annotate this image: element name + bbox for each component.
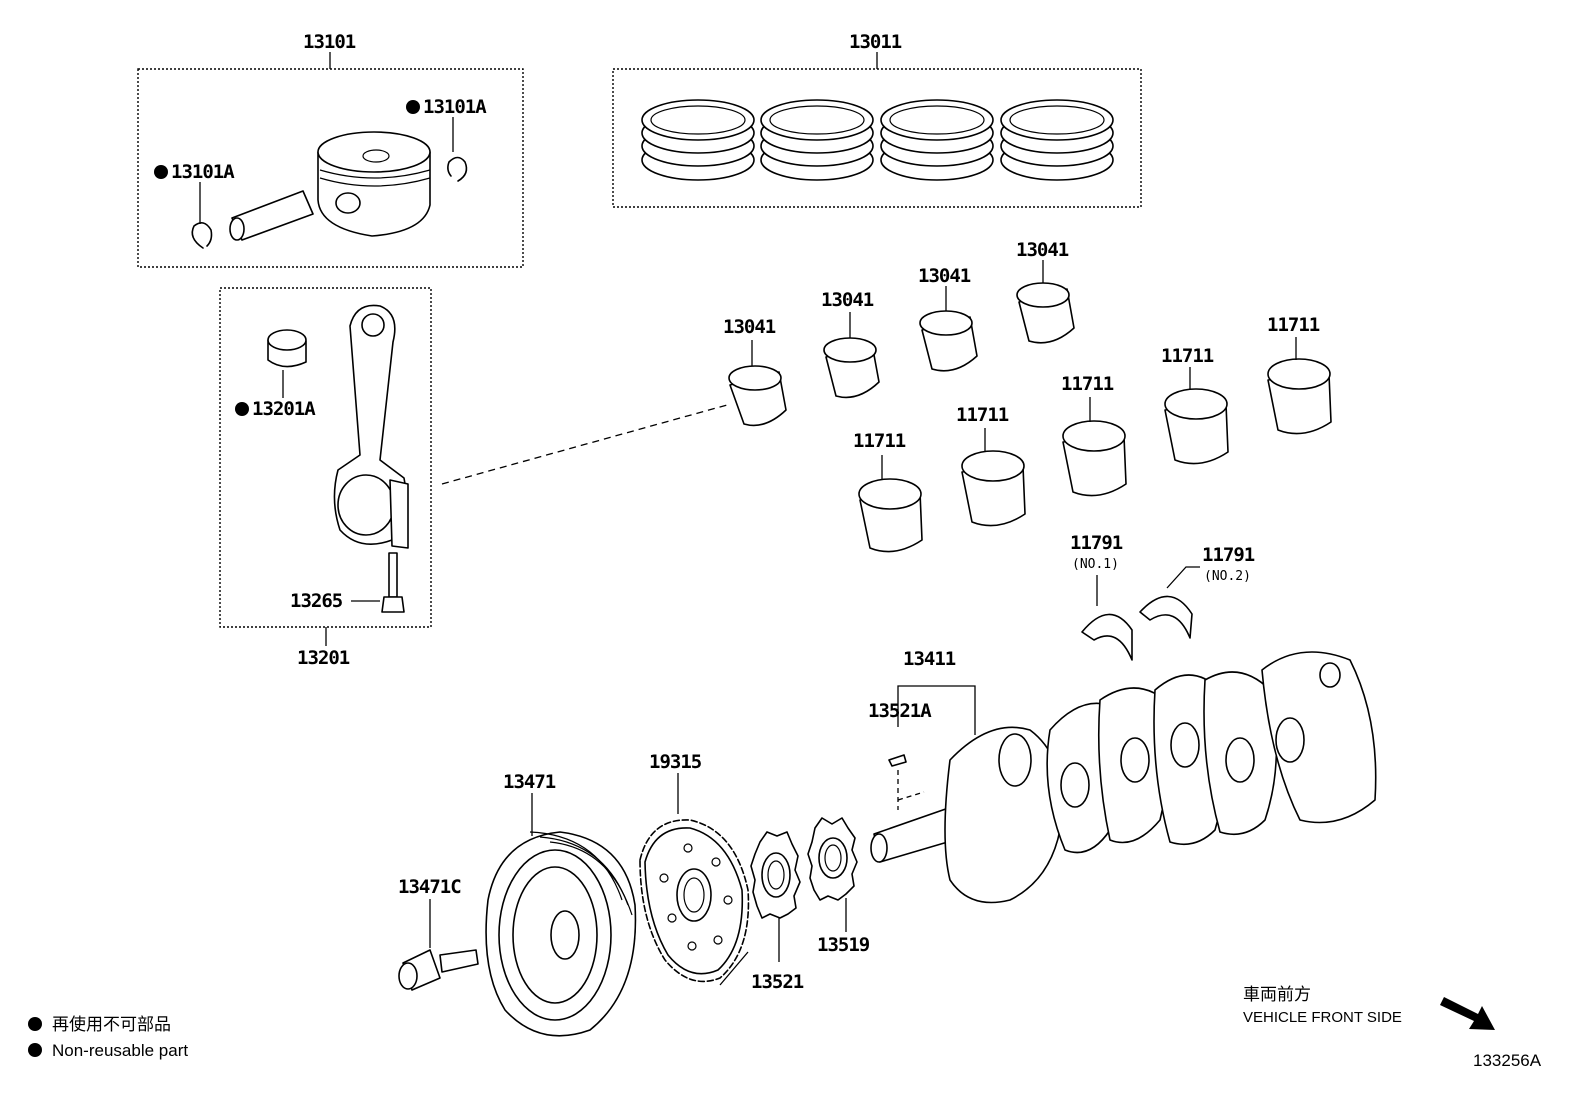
label-13201a[interactable]: 13201A [252,398,317,420]
label-11791-no1-note: (NO.1) [1072,557,1119,572]
conrod-group: 13201 13201A 13265 [219,287,432,669]
nonreusable-dot [235,402,249,416]
label-11791-no1[interactable]: 11791 [1070,532,1124,554]
main-bearing-1[interactable] [858,478,923,553]
front-arrow-icon [1440,997,1495,1030]
legend-dot-jp [28,1017,42,1031]
label-11711-4[interactable]: 11711 [1161,345,1215,367]
crankshaft[interactable] [870,651,1377,904]
legend-dot-en [28,1043,42,1057]
ring-stack-1[interactable] [641,99,755,181]
legend-jp: 再使用不可部品 [52,1014,171,1034]
nonreusable-dot [154,165,168,179]
direction-jp: 車両前方 [1243,985,1311,1004]
conrod-bushing[interactable] [267,329,307,368]
label-13101a-right[interactable]: 13101A [423,96,488,118]
label-13101a-left[interactable]: 13101A [171,161,236,183]
main-bearing-5[interactable] [1267,358,1332,435]
snap-ring-right[interactable] [447,156,468,182]
label-19315[interactable]: 19315 [649,751,703,773]
ring-stack-4[interactable] [1000,99,1114,181]
label-13519[interactable]: 13519 [817,934,871,956]
diagram-id: 133256A [1473,1051,1542,1070]
legend: 再使用不可部品 Non-reusable part [28,1014,188,1060]
rod-bearing-4[interactable] [1016,282,1075,344]
rod-bearing-2[interactable] [823,337,880,399]
label-13411[interactable]: 13411 [903,648,957,670]
conrod-bolt[interactable] [381,552,405,613]
legend-en: Non-reusable part [52,1041,188,1060]
label-13265[interactable]: 13265 [290,590,344,612]
crank-sprocket[interactable] [750,831,801,919]
label-13101[interactable]: 13101 [303,31,357,53]
label-13521a[interactable]: 13521A [868,700,933,722]
crankshaft-group: 13411 13521A [868,648,1377,904]
piston[interactable] [317,131,431,237]
label-11711-2[interactable]: 11711 [956,404,1010,426]
label-13041-1[interactable]: 13041 [723,316,777,338]
label-11711-5[interactable]: 11711 [1267,314,1321,336]
crank-key[interactable] [888,754,907,767]
ring-group: 13011 [612,31,1142,208]
label-11791-no2[interactable]: 11791 [1202,544,1256,566]
label-13041-4[interactable]: 13041 [1016,239,1070,261]
front-end-group: 13519 13521 19315 [398,751,871,1037]
connecting-rod[interactable] [333,304,409,549]
snap-ring-left[interactable] [191,222,213,249]
label-13471c[interactable]: 13471C [398,876,462,898]
label-13041-2[interactable]: 13041 [821,289,875,311]
main-bearing-4[interactable] [1164,388,1229,465]
ring-stack-2[interactable] [760,99,874,181]
label-13471[interactable]: 13471 [503,771,557,793]
label-13521[interactable]: 13521 [751,971,805,993]
rod-bearings: 13041 13041 13041 13041 [723,239,1075,427]
piston-group: 13101 13101A 13101A [137,31,524,268]
main-bearing-3[interactable] [1062,420,1127,497]
label-13201[interactable]: 13201 [297,647,351,669]
front-direction: 車両前方 VEHICLE FRONT SIDE [1243,985,1495,1030]
main-bearing-2[interactable] [961,450,1026,527]
label-13011[interactable]: 13011 [849,31,903,53]
pulley-bolt[interactable] [398,949,479,991]
ring-stack-3[interactable] [880,99,994,181]
crank-pulley[interactable] [485,831,637,1037]
rod-bearing-1[interactable] [728,365,787,427]
rod-bearing-3[interactable] [919,310,978,372]
piston-pin[interactable] [229,190,314,241]
assembly-link-line [441,404,728,485]
label-13041-3[interactable]: 13041 [918,265,972,287]
label-11711-3[interactable]: 11711 [1061,373,1115,395]
nonreusable-dot [406,100,420,114]
timing-rotor[interactable] [639,819,750,983]
balancer-gear[interactable] [807,817,858,901]
label-11791-no2-note: (NO.2) [1204,569,1251,584]
main-bearings: 11711 11711 11711 11711 11711 [853,314,1332,553]
label-11711-1[interactable]: 11711 [853,430,907,452]
thrust-washers: 11791 (NO.1) 11791 (NO.2) [1070,532,1256,661]
direction-en: VEHICLE FRONT SIDE [1243,1009,1402,1026]
thrust-washer-no2[interactable] [1139,595,1193,639]
thrust-washer-no1[interactable] [1081,613,1133,661]
conrod-box [219,287,432,628]
